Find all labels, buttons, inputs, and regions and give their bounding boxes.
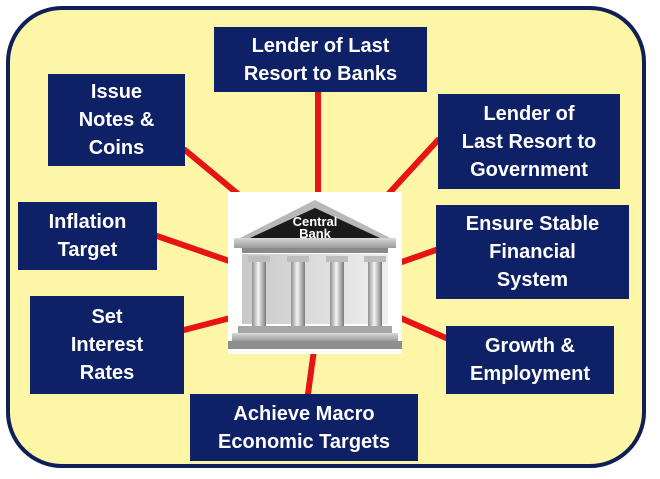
bank-label-line2: Bank xyxy=(299,226,332,241)
node-stable-financial: Ensure Stable Financial System xyxy=(436,205,629,299)
connector-inflation-target xyxy=(154,233,241,267)
node-growth-employment: Growth & Employment xyxy=(446,326,614,394)
connector-stable-financial xyxy=(393,247,439,267)
connector-growth-employment xyxy=(393,313,449,341)
node-lender-government: Lender of Last Resort to Government xyxy=(438,94,620,189)
node-inflation-target: Inflation Target xyxy=(18,202,157,270)
bank-building-icon: Central Bank xyxy=(228,200,402,349)
node-macro-targets: Achieve Macro Economic Targets xyxy=(190,394,418,461)
bank-label-line1: Central xyxy=(293,214,338,229)
bank-columns xyxy=(248,256,386,326)
node-issue-notes: Issue Notes & Coins xyxy=(48,74,185,166)
node-lender-banks: Lender of Last Resort to Banks xyxy=(214,27,427,92)
central-bank-node: Central Bank xyxy=(228,192,402,354)
connector-macro-targets xyxy=(305,347,317,397)
node-interest-rates: Set Interest Rates xyxy=(30,296,184,394)
